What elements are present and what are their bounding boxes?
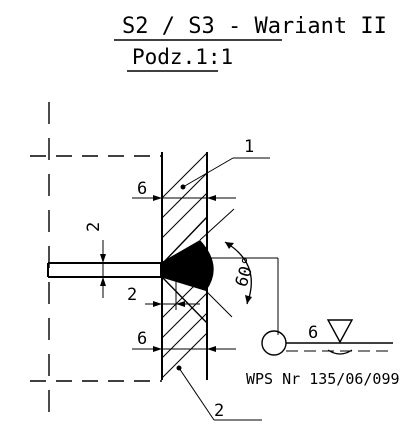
bevel-line-upper	[161, 216, 208, 265]
angle-arrow-upper	[225, 242, 234, 249]
item-1-label: 1	[244, 137, 254, 157]
bevel-line-lower	[161, 276, 208, 324]
drawing-title: S2 / S3 - Wariant II	[122, 14, 387, 39]
dim-6-top-label: 6	[137, 179, 147, 199]
weld-symbol-contour	[327, 349, 353, 355]
angle-label: 60°	[232, 254, 261, 289]
angle-extension-upper	[199, 208, 235, 241]
leader-2-line	[178, 367, 215, 421]
dim-2-vertical-arrow-bottom	[100, 277, 106, 286]
weld-bead	[160, 240, 214, 291]
leader-1-line	[182, 157, 234, 188]
dim-6-bottom-arrow-right	[207, 346, 216, 352]
wps-number: WPS Nr 135/06/099	[246, 370, 400, 388]
dim-2-horizontal-label: 2	[127, 285, 137, 305]
dim-2-horizontal-arrow-left	[153, 301, 162, 307]
item-2-label: 2	[214, 401, 224, 421]
dim-2-vertical-label: 2	[84, 222, 104, 232]
angle-extension-lower	[205, 290, 233, 318]
dim-6-top-arrow-left	[153, 195, 162, 201]
leader-2-dot	[176, 365, 182, 371]
dim-6-bottom-label: 6	[137, 329, 147, 349]
weld-symbol-triangle	[326, 319, 354, 344]
dim-6-bottom-arrow-left	[153, 346, 162, 352]
dim-2-vertical-arrow-top	[100, 254, 106, 263]
angle-arrow-lower	[245, 295, 252, 304]
dim-2-horizontal-arrow-right	[176, 301, 185, 307]
weld-size-label: 6	[308, 323, 318, 343]
all-around-circle	[261, 330, 287, 356]
drawing-scale: Podz.1:1	[132, 45, 233, 69]
dim-6-top-arrow-right	[207, 195, 216, 201]
leader-1-dot	[180, 184, 186, 190]
